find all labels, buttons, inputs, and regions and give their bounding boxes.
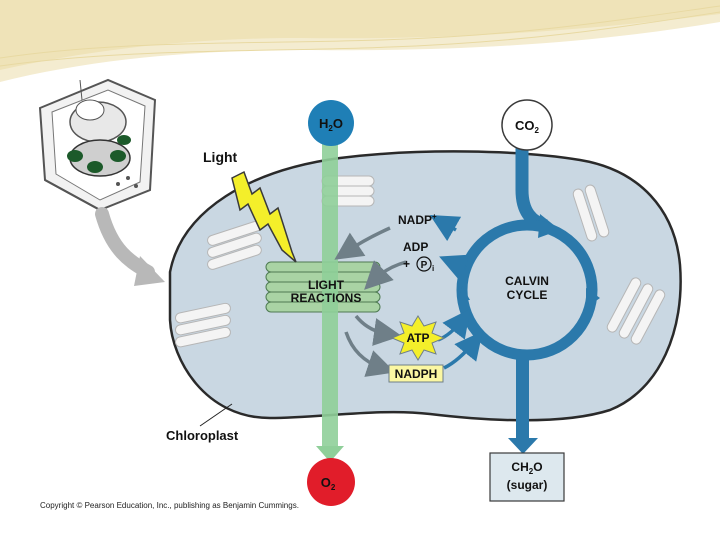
svg-text:NADP+: NADP+ <box>398 212 437 227</box>
o2-label: O <box>321 475 331 490</box>
calvin-label-2: CYCLE <box>507 288 548 302</box>
adp-label: ADP <box>403 240 428 254</box>
sugar-outflow-arrow <box>516 354 529 442</box>
co2-label: CO <box>515 118 535 133</box>
lightning-bolt-icon <box>231 170 297 263</box>
ch2o-box <box>489 452 565 502</box>
phosphate-subscript: i <box>432 264 434 273</box>
svg-text:CH2O: CH2O <box>511 460 542 476</box>
chloroplast-label: Chloroplast <box>166 428 239 443</box>
water-oxygen-arrow <box>322 132 338 450</box>
plant-cell-illustration <box>38 78 157 212</box>
ch2o-label: CH <box>511 460 528 474</box>
calvin-label-1: CALVIN <box>505 274 549 288</box>
copyright-notice: Copyright © Pearson Education, Inc., pub… <box>40 501 299 510</box>
svg-text:CO2: CO2 <box>515 118 540 135</box>
chloroplast-pointer <box>199 403 233 427</box>
light-reactions-label-2: REACTIONS <box>291 291 362 305</box>
phosphate-circle <box>416 256 432 272</box>
nadp-superscript: + <box>432 212 437 221</box>
zoom-arrow-head <box>134 256 165 286</box>
light-reactions-label-1: LIGHT <box>308 278 345 292</box>
light-label: Light <box>203 149 238 165</box>
nadph-label: NADPH <box>395 367 438 381</box>
phosphate-label: P <box>421 260 428 271</box>
pi-plus: + <box>403 257 410 271</box>
o2-circle <box>307 458 355 506</box>
nadp-label: NADP <box>398 213 432 227</box>
sugar-outflow-arrow-head <box>508 438 538 454</box>
co2-circle <box>501 99 553 151</box>
sugar-label: (sugar) <box>507 478 548 492</box>
ch2o-subscript: 2 <box>529 467 534 476</box>
co2-subscript: 2 <box>535 126 540 135</box>
water-oxygen-arrow-head <box>316 446 344 462</box>
svg-text:H2O: H2O <box>319 116 343 133</box>
calvin-ring-arrowhead-top <box>586 288 600 308</box>
atp-label: ATP <box>406 331 429 345</box>
nadph-box <box>388 364 444 383</box>
h2o-label-tail: O <box>333 116 343 131</box>
ch2o-label-tail: O <box>533 460 542 474</box>
atp-star <box>390 315 446 361</box>
h2o-circle <box>308 100 354 146</box>
o2-subscript: 2 <box>331 483 336 492</box>
h2o-subscript: 2 <box>328 124 333 133</box>
calvin-ring-arrowhead-bottom <box>458 286 470 300</box>
h2o-label: H <box>319 116 328 131</box>
svg-text:O2: O2 <box>321 475 336 492</box>
